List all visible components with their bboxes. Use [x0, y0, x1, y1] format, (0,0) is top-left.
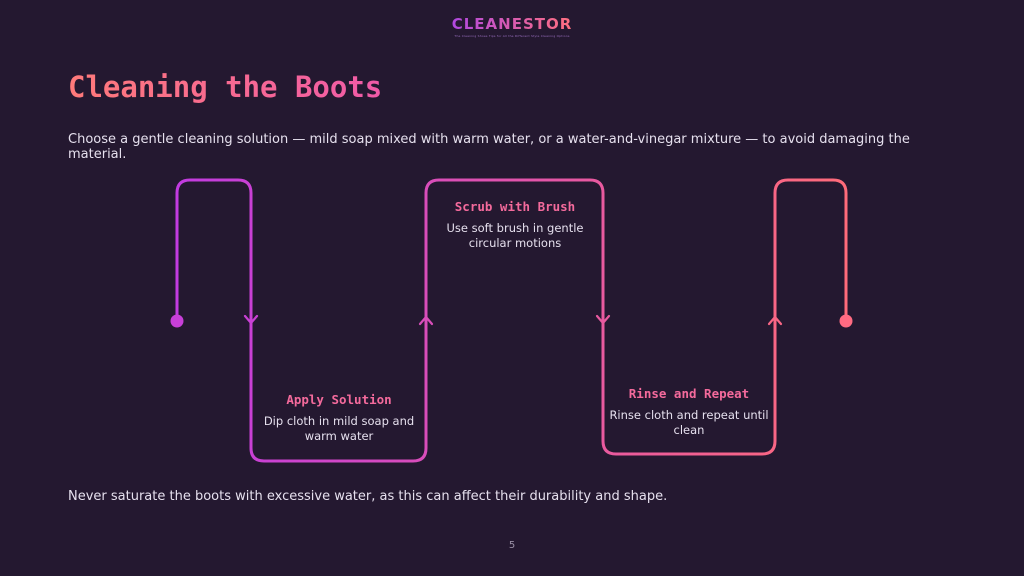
- step-title: Rinse and Repeat: [628, 386, 750, 401]
- intro-text: Choose a gentle cleaning solution — mild…: [68, 132, 910, 162]
- page-number: 5: [508, 540, 516, 551]
- flow-start-dot: [170, 314, 184, 328]
- flow-path: [175, 178, 848, 463]
- arrow-up-icon: [767, 315, 783, 326]
- logo-tagline: The Cleaning Shoes Tips for All the Diff…: [454, 34, 570, 38]
- step-scrub-with-brush: Scrub with Brush Use soft brush in gentl…: [434, 199, 596, 251]
- step-title: Apply Solution: [286, 392, 392, 407]
- step-description: Use soft brush in gentle circular motion…: [446, 221, 584, 250]
- slide-title: Cleaning the Boots: [68, 70, 383, 104]
- step-apply-solution: Apply Solution Dip cloth in mild soap an…: [258, 392, 420, 444]
- arrow-up-icon: [418, 315, 434, 326]
- step-description: Rinse cloth and repeat until clean: [609, 408, 769, 437]
- flow-end-dot: [839, 314, 853, 328]
- step-title: Scrub with Brush: [454, 199, 576, 214]
- arrow-down-icon: [243, 314, 259, 325]
- footer-note: Never saturate the boots with excessive …: [68, 489, 668, 504]
- logo: CLEANESTOR The Cleaning Shoes Tips for A…: [0, 14, 1024, 38]
- step-rinse-and-repeat: Rinse and Repeat Rinse cloth and repeat …: [608, 386, 770, 438]
- logo-wordmark: CLEANESTOR: [451, 15, 573, 33]
- arrow-down-icon: [595, 314, 611, 325]
- step-description: Dip cloth in mild soap and warm water: [263, 414, 415, 443]
